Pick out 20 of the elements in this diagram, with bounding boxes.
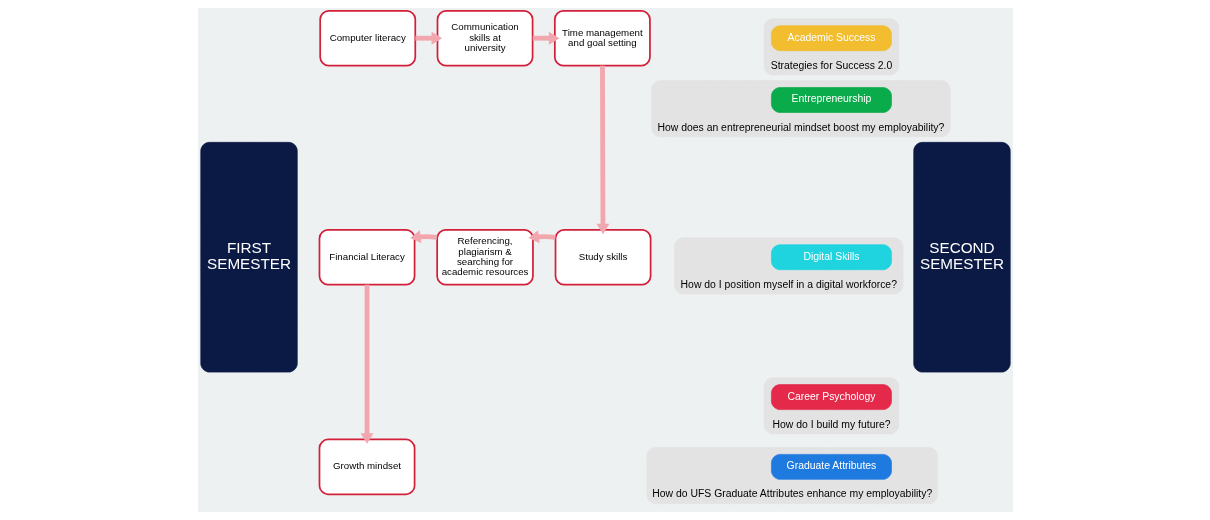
arrow (527, 230, 556, 244)
node-box: Financial Literacy (318, 228, 415, 286)
node-box: Computer literacy (318, 9, 416, 67)
node-box: Communication skills at university (436, 9, 533, 67)
node-box: Career Psychology (770, 384, 892, 410)
node-box: Growth mindset (318, 438, 415, 496)
node-box: Study skills (554, 228, 651, 286)
node-box: Academic Success (770, 25, 892, 52)
node-box: Entrepreneurship (770, 87, 892, 113)
arrow (414, 31, 442, 45)
arrow (409, 230, 437, 244)
node-box: Graduate Attributes (770, 454, 892, 480)
arrow (360, 284, 373, 444)
node-box: FIRST SEMESTER (199, 142, 298, 373)
arrow (532, 31, 559, 45)
node-box: SECOND SEMESTER (912, 142, 1011, 373)
arrow (596, 65, 609, 235)
node-box: Referencing, plagiarism & searching for academic resources (435, 228, 534, 286)
node-box: Digital Skills (770, 244, 892, 271)
node-box: Time management and goal setting (553, 9, 651, 67)
